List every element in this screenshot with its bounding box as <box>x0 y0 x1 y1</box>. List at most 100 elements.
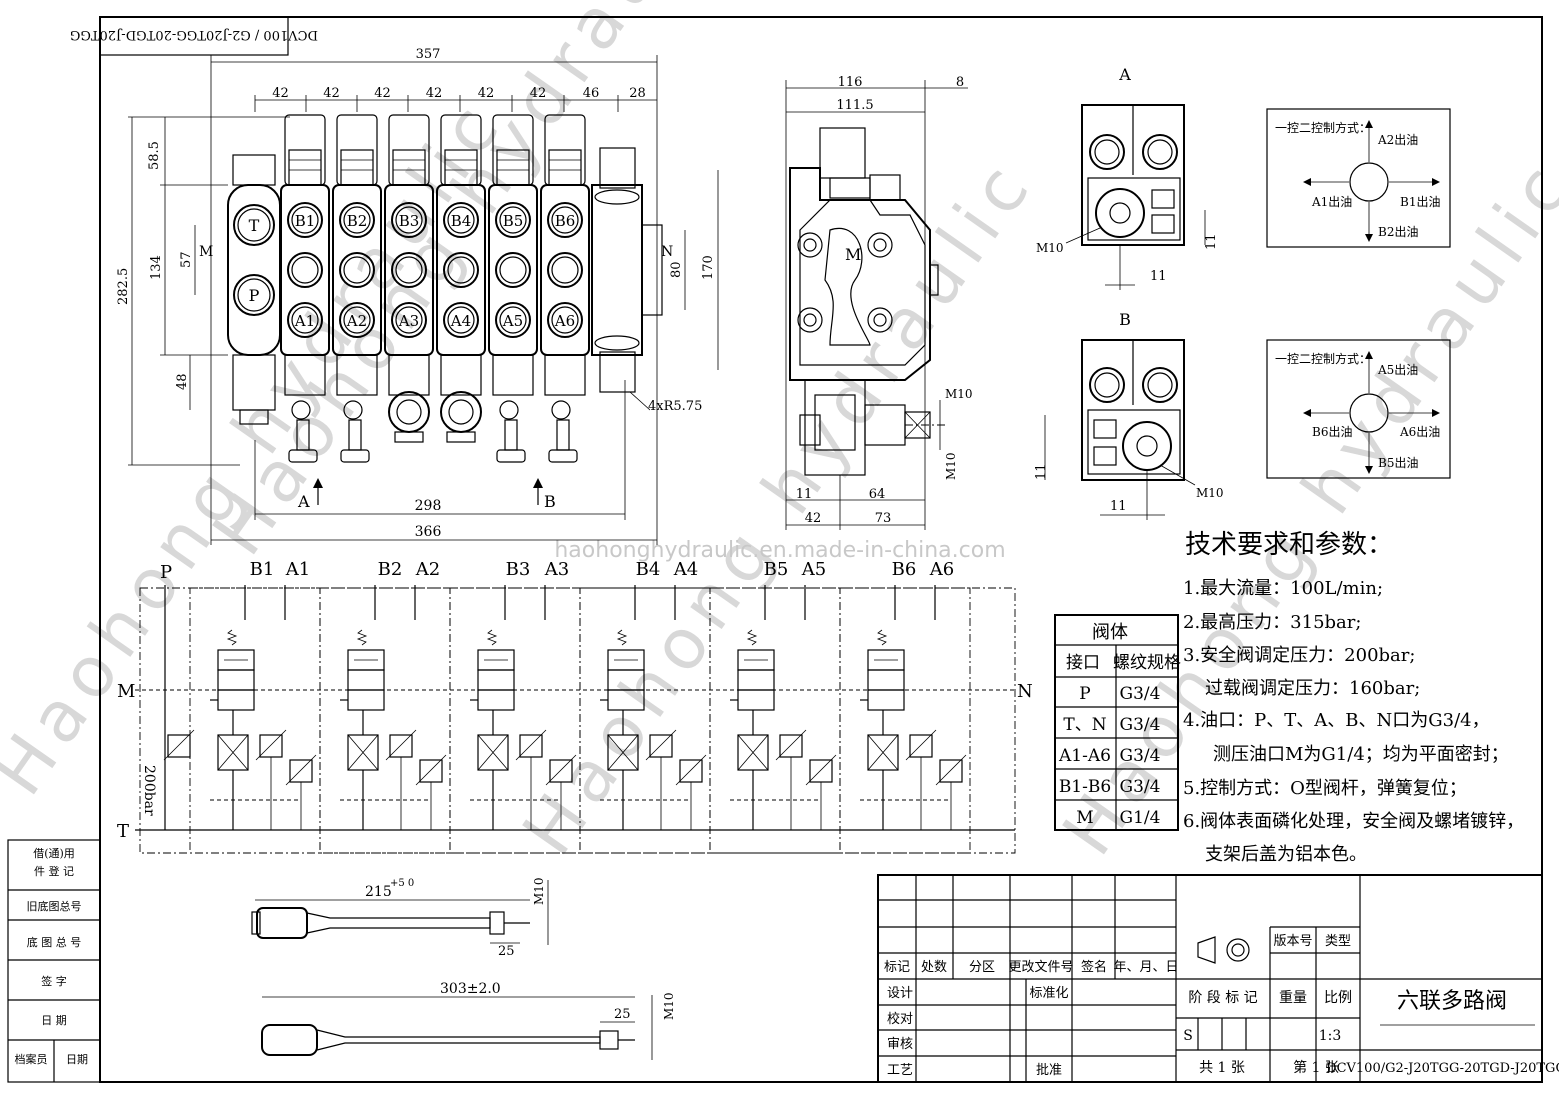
sheet-border <box>99 16 1543 1083</box>
tb-mark: 标记 <box>884 960 910 975</box>
sch-p: P <box>160 562 172 583</box>
control-b-up: A5出油 <box>1377 363 1418 377</box>
sch-label-a6: A6 <box>929 559 954 580</box>
strip-register: 件 登 记 <box>34 864 74 878</box>
strip-date: 日 期 <box>41 1014 67 1027</box>
port-a4: A4 <box>450 312 471 330</box>
port-b2: B2 <box>347 212 368 230</box>
port-a3: A3 <box>398 312 419 330</box>
side-m10-a: M10 <box>945 387 973 401</box>
control-box-b: 一控二控制方式： A5出油 B6出油 A6出油 B5出油 <box>1266 339 1451 479</box>
port-b5: B5 <box>503 212 524 230</box>
sch-section-6 <box>839 585 971 854</box>
port-p: P <box>249 286 260 305</box>
control-b-title: 一控二控制方式： <box>1275 351 1371 366</box>
dim-58: 58.5 <box>147 141 162 170</box>
tech-line-7: 6.阀体表面磷化处理，安全阀及螺堵镀锌， <box>1183 811 1524 832</box>
tb-scale: 1:3 <box>1319 1028 1342 1044</box>
watermark-url: haohonghydraulic.en.made-in-china.com <box>554 538 1005 563</box>
sch-section-4 <box>579 585 711 854</box>
strip-old-no: 旧底图总号 <box>27 899 82 913</box>
view-a-title: A <box>1118 65 1131 84</box>
watermark-2: Haohong hydraulic <box>0 83 520 810</box>
tb-date: 年、月、日 <box>1113 960 1178 975</box>
control-b-right: A6出油 <box>1399 425 1440 439</box>
sch-label-b6: B6 <box>892 559 917 580</box>
sch-m: M <box>117 681 135 702</box>
strip-archivist: 档案员 <box>15 1052 48 1066</box>
tb-type: 类型 <box>1325 934 1351 949</box>
sch-label-a2: A2 <box>415 559 440 580</box>
lever-2: 303±2.0 25 M10 <box>261 981 676 1060</box>
tb-zone: 分区 <box>969 960 995 975</box>
port-row-1-thread: G3/4 <box>1120 715 1161 735</box>
holes-label: 4xR5.75 <box>648 399 702 414</box>
sch-label-a1: A1 <box>285 559 310 580</box>
tech-line-1: 2.最高压力：315bar; <box>1183 612 1361 633</box>
sch-label-b3: B3 <box>506 559 531 580</box>
port-row-2-thread: G3/4 <box>1120 746 1161 766</box>
port-a2: A2 <box>346 312 367 330</box>
control-b-left: B6出油 <box>1312 425 1352 439</box>
port-a5: A5 <box>502 312 523 330</box>
view-a-m10: M10 <box>1036 241 1064 255</box>
control-a-right: B1出油 <box>1400 195 1440 209</box>
view-a-dim-11b: 11 <box>1204 233 1219 250</box>
tb-code: DCV100/G2-J20TGG-20TGD-J20TGG <box>1326 1061 1559 1076</box>
port-table-h0: 接口 <box>1066 653 1100 673</box>
view-a: A M10 11 11 <box>1036 65 1219 290</box>
arrow-b-label: B <box>544 492 556 511</box>
sch-label-a5: A5 <box>801 559 826 580</box>
dim-8: 8 <box>956 75 964 90</box>
tb-change-doc: 更改文件号 <box>1008 960 1073 975</box>
port-b1: B1 <box>295 212 316 230</box>
side-dim-73: 73 <box>875 511 892 526</box>
dim-357: 357 <box>416 47 441 62</box>
sch-label-b2: B2 <box>378 559 403 580</box>
strip-borrow: 借(通)用 <box>33 847 75 860</box>
view-b-m10: M10 <box>1196 486 1224 500</box>
tech-line-6: 5.控制方式：O型阀杆，弹簧复位； <box>1183 778 1467 799</box>
tech-heading: 技术要求和参数： <box>1185 530 1393 560</box>
strip-sign: 签 字 <box>41 974 67 988</box>
left-strip: 借(通)用 件 登 记 旧底图总号 底 图 总 号 签 字 日 期 档案员 日期 <box>7 839 101 1083</box>
dim-366: 366 <box>415 524 442 540</box>
dim-80: 80 <box>669 261 684 278</box>
strip-base-no: 底 图 总 号 <box>27 935 82 949</box>
sch-section-2 <box>319 585 451 854</box>
tb-stage: 阶 段 标 记 <box>1188 990 1257 1006</box>
lever2-25: 25 <box>614 1007 631 1022</box>
port-t: T <box>249 216 260 235</box>
control-a-down: B2出油 <box>1378 225 1418 239</box>
side-view: 116 8 111.5 M M10 M10 11 64 42 <box>785 75 973 530</box>
tech-line-5: 测压油口M为G1/4；均为平面密封； <box>1213 744 1509 765</box>
tech-line-2: 3.安全阀调定压力：200bar; <box>1183 645 1415 666</box>
front-m-label: M <box>199 244 213 260</box>
port-table-h1: 螺纹规格 <box>1113 653 1181 673</box>
sch-label-b1: B1 <box>250 559 275 580</box>
control-a-left: A1出油 <box>1311 195 1352 209</box>
dim-298: 298 <box>415 498 442 514</box>
port-b3: B3 <box>399 212 420 230</box>
dim-111: 111.5 <box>836 98 873 113</box>
tech-line-3: 过载阀调定压力：160bar; <box>1205 678 1420 699</box>
strip-date2: 日期 <box>66 1053 88 1066</box>
sch-n: N <box>1017 681 1033 702</box>
tb-total: 共 1 张 <box>1199 1060 1245 1076</box>
port-row-1-port: T、N <box>1063 715 1106 735</box>
lever-1: 215 +5 0 M10 25 <box>251 877 549 959</box>
dim-170: 170 <box>701 255 716 280</box>
side-m10-b: M10 <box>944 452 958 480</box>
side-dim-42: 42 <box>805 511 822 526</box>
dim-seg-3: 42 <box>426 86 443 101</box>
sch-label-b4: B4 <box>636 559 661 580</box>
port-a1: A1 <box>294 312 315 330</box>
dim-seg-1: 42 <box>323 86 340 101</box>
control-b-down: B5出油 <box>1378 456 1418 470</box>
tb-weight: 重量 <box>1279 990 1307 1006</box>
